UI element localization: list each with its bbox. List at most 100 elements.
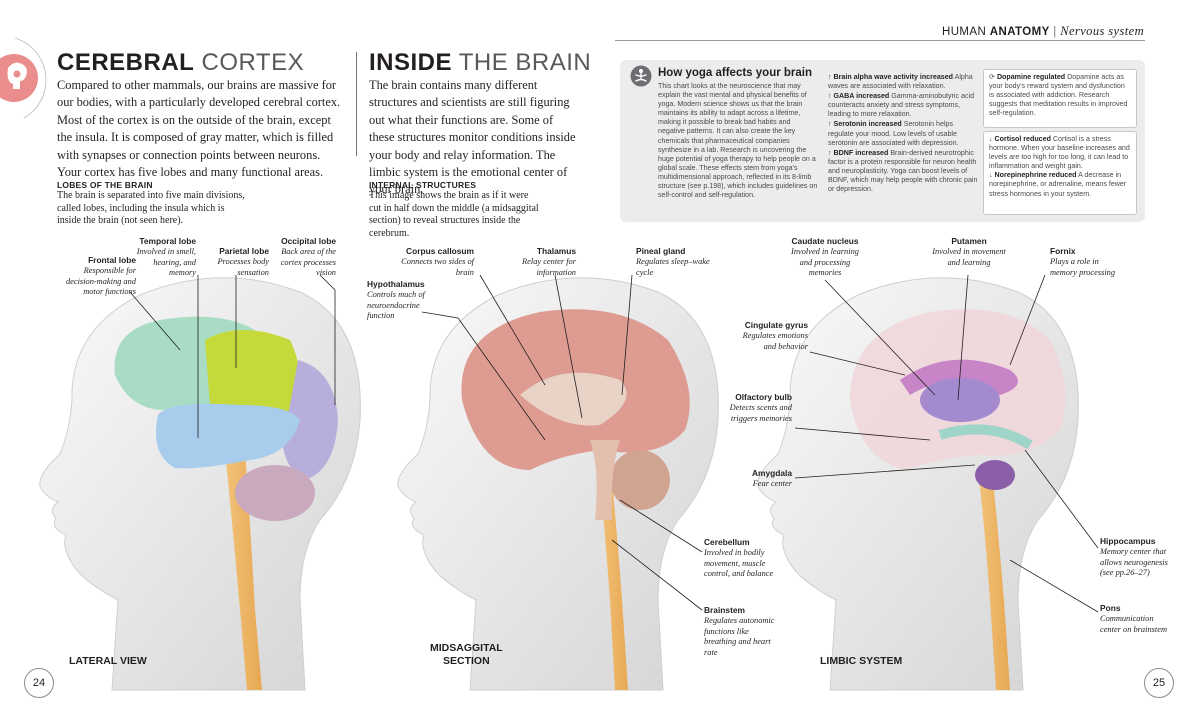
label-name: Caudate nucleus xyxy=(791,236,859,246)
label-name: Corpus callosum xyxy=(406,246,474,256)
label-name: Pons xyxy=(1100,603,1121,613)
header-topic: Nervous system xyxy=(1060,24,1144,38)
lobes-subtext: The brain is separated into five main di… xyxy=(57,190,245,226)
yoga-item: ↑ GABA increased Gamma-aminobutyric acid… xyxy=(828,92,978,119)
label-fornix: Fornix Plays a role in memory processing xyxy=(1050,246,1126,278)
label-desc: Involved in learning and processing memo… xyxy=(791,247,859,277)
yoga-item-text: A decrease in norepinephrine, or adrenal… xyxy=(989,171,1127,198)
caption-line: SECTION xyxy=(443,655,490,667)
label-parietal-lobe: Parietal lobe Processes body sensation xyxy=(207,246,269,278)
label-desc: Involved in movement and learning xyxy=(932,247,1006,267)
label-name: Occipital lobe xyxy=(281,236,336,246)
label-pineal-gland: Pineal gland Regulates sleep–wake cycle xyxy=(636,246,716,278)
label-putamen: Putamen Involved in movement and learnin… xyxy=(932,236,1006,268)
header-divider: | xyxy=(1053,26,1057,38)
label-desc: Detects scents and triggers memories xyxy=(729,403,792,423)
yoga-item-text: Alpha waves are associated with relaxati… xyxy=(828,73,973,91)
arrow-up-icon: ↑ xyxy=(828,73,832,81)
yoga-title: How yoga affects your brain xyxy=(658,67,813,79)
inside-brain-intro: The brain contains many different struct… xyxy=(369,78,576,197)
label-name: Hippocampus xyxy=(1100,536,1156,546)
caption-limbic-system: LIMBIC SYSTEM xyxy=(820,655,903,667)
cycle-arrow-icon: ⟳ xyxy=(989,73,995,81)
page-number-right: 25 xyxy=(1144,668,1174,698)
leader-lines-midsaggital xyxy=(421,274,703,611)
yoga-item-head: Brain alpha wave activity increased xyxy=(833,73,953,81)
yoga-item-head: Norepinephrine reduced xyxy=(994,171,1077,180)
yoga-item-text: Dopamine acts as your body's reward syst… xyxy=(989,73,1128,118)
label-pons: Pons Communication center on brainstem xyxy=(1100,603,1174,635)
label-desc: Fear center xyxy=(752,479,792,488)
head-limbic xyxy=(757,277,1079,691)
yoga-panel: How yoga affects your brain This chart l… xyxy=(620,60,1145,222)
label-desc: Involved in smell, hearing, and memory xyxy=(136,247,196,277)
lobes-subheading: LOBES OF THE BRAIN xyxy=(57,180,153,190)
caption-line: MIDSAGGITAL xyxy=(430,642,503,654)
cerebral-cortex-intro: Compared to other mammals, our brains ar… xyxy=(57,78,341,180)
column-divider xyxy=(356,52,357,156)
arrow-down-icon: ↓ xyxy=(989,135,993,143)
yoga-item-head: GABA increased xyxy=(833,92,890,101)
label-amygdala: Amygdala Fear center xyxy=(718,468,792,490)
head-lateral-view xyxy=(39,277,361,691)
dopamine-card: ⟳ Dopamine regulated Dopamine acts as yo… xyxy=(983,69,1137,128)
arrow-up-icon: ↑ xyxy=(828,92,832,101)
running-header: HUMAN ANATOMY | Nervous system xyxy=(942,24,1144,39)
header-section-bold: ANATOMY xyxy=(989,26,1050,38)
yoga-item: ↓ Cortisol reduced Cortisol is a stress … xyxy=(989,135,1131,171)
stress-hormone-card: ↓ Cortisol reduced Cortisol is a stress … xyxy=(983,131,1137,215)
label-cerebellum: Cerebellum Involved in bodily movement, … xyxy=(704,537,776,580)
caption-midsaggital-section: MIDSAGGITAL SECTION xyxy=(430,642,503,668)
title-light-part: THE BRAIN xyxy=(458,49,592,76)
head-midsaggital xyxy=(397,277,719,691)
label-name: Temporal lobe xyxy=(139,236,196,246)
label-name: Fornix xyxy=(1050,246,1076,256)
label-occipital-lobe: Occipital lobe Back area of the cortex p… xyxy=(276,236,336,279)
label-desc: Communication center on brainstem xyxy=(1100,614,1167,634)
header-section: HUMAN xyxy=(942,26,987,38)
internal-structures-subtext: This image shows the brain as if it were… xyxy=(369,190,539,239)
label-frontal-lobe: Frontal lobe Responsible for decision-ma… xyxy=(56,255,136,298)
yoga-item: ↓ Norepinephrine reduced A decrease in n… xyxy=(989,171,1131,198)
leader-lines-limbic xyxy=(794,274,1099,613)
label-name: Hypothalamus xyxy=(367,279,425,289)
leader-lines-lateral xyxy=(129,274,336,438)
yoga-item-text: Cortisol is a stress hormone. When your … xyxy=(989,135,1130,171)
yoga-item-text: Serotonin helps regulate your mood. Low … xyxy=(828,120,959,147)
header-rule xyxy=(615,40,1145,41)
label-name: Amygdala xyxy=(751,468,792,478)
yoga-item-head: Dopamine regulated xyxy=(996,73,1066,81)
label-desc: Controls much of neuroendocrine function xyxy=(367,290,425,320)
label-desc: Regulates autonomic functions like breat… xyxy=(704,616,775,657)
label-thalamus: Thalamus Relay center for information xyxy=(500,246,576,278)
label-name: Putamen xyxy=(951,236,987,246)
label-name: Cerebellum xyxy=(704,537,750,547)
caption-lateral-view: LATERAL VIEW xyxy=(69,655,147,667)
yoga-item-head: Serotonin increased xyxy=(833,120,902,129)
yoga-item-head: BDNF increased xyxy=(833,148,889,157)
label-brainstem: Brainstem Regulates autonomic functions … xyxy=(704,605,776,658)
label-hippocampus: Hippocampus Memory center that allows ne… xyxy=(1100,536,1174,579)
label-name: Brainstem xyxy=(704,605,745,615)
yoga-item: ↑ Brain alpha wave activity increased Al… xyxy=(828,73,978,91)
label-cingulate-gyrus: Cingulate gyrus Regulates emotions and b… xyxy=(730,320,808,352)
internal-structures-subheading: INTERNAL STRUCTURES xyxy=(369,180,477,190)
label-desc: Responsible for decision-making and moto… xyxy=(65,266,136,296)
yoga-item-text: Brain-derived neurotrophic factor is a p… xyxy=(828,148,978,194)
label-desc: Regulates sleep–wake cycle xyxy=(636,257,710,277)
label-name: Cingulate gyrus xyxy=(744,320,808,330)
arrow-up-icon: ↑ xyxy=(828,120,832,129)
label-temporal-lobe: Temporal lobe Involved in smell, hearing… xyxy=(128,236,196,279)
arrow-down-icon: ↓ xyxy=(989,171,993,180)
title-bold-part: CEREBRAL xyxy=(57,49,195,76)
label-desc: Back area of the cortex processes vision xyxy=(280,247,336,277)
label-name: Olfactory bulb xyxy=(735,392,792,402)
title-light-part: CORTEX xyxy=(201,49,305,76)
label-corpus-callosum: Corpus callosum Connects two sides of br… xyxy=(398,246,474,278)
yoga-items: ↑ Brain alpha wave activity increased Al… xyxy=(828,73,978,194)
label-desc: Memory center that allows neurogenesis (… xyxy=(1100,547,1168,577)
label-desc: Connects two sides of brain xyxy=(401,257,474,277)
yoga-body: This chart looks at the neuroscience tha… xyxy=(658,82,818,200)
label-hypothalamus: Hypothalamus Controls much of neuroendoc… xyxy=(367,279,435,322)
brain-section-icon xyxy=(0,38,47,118)
